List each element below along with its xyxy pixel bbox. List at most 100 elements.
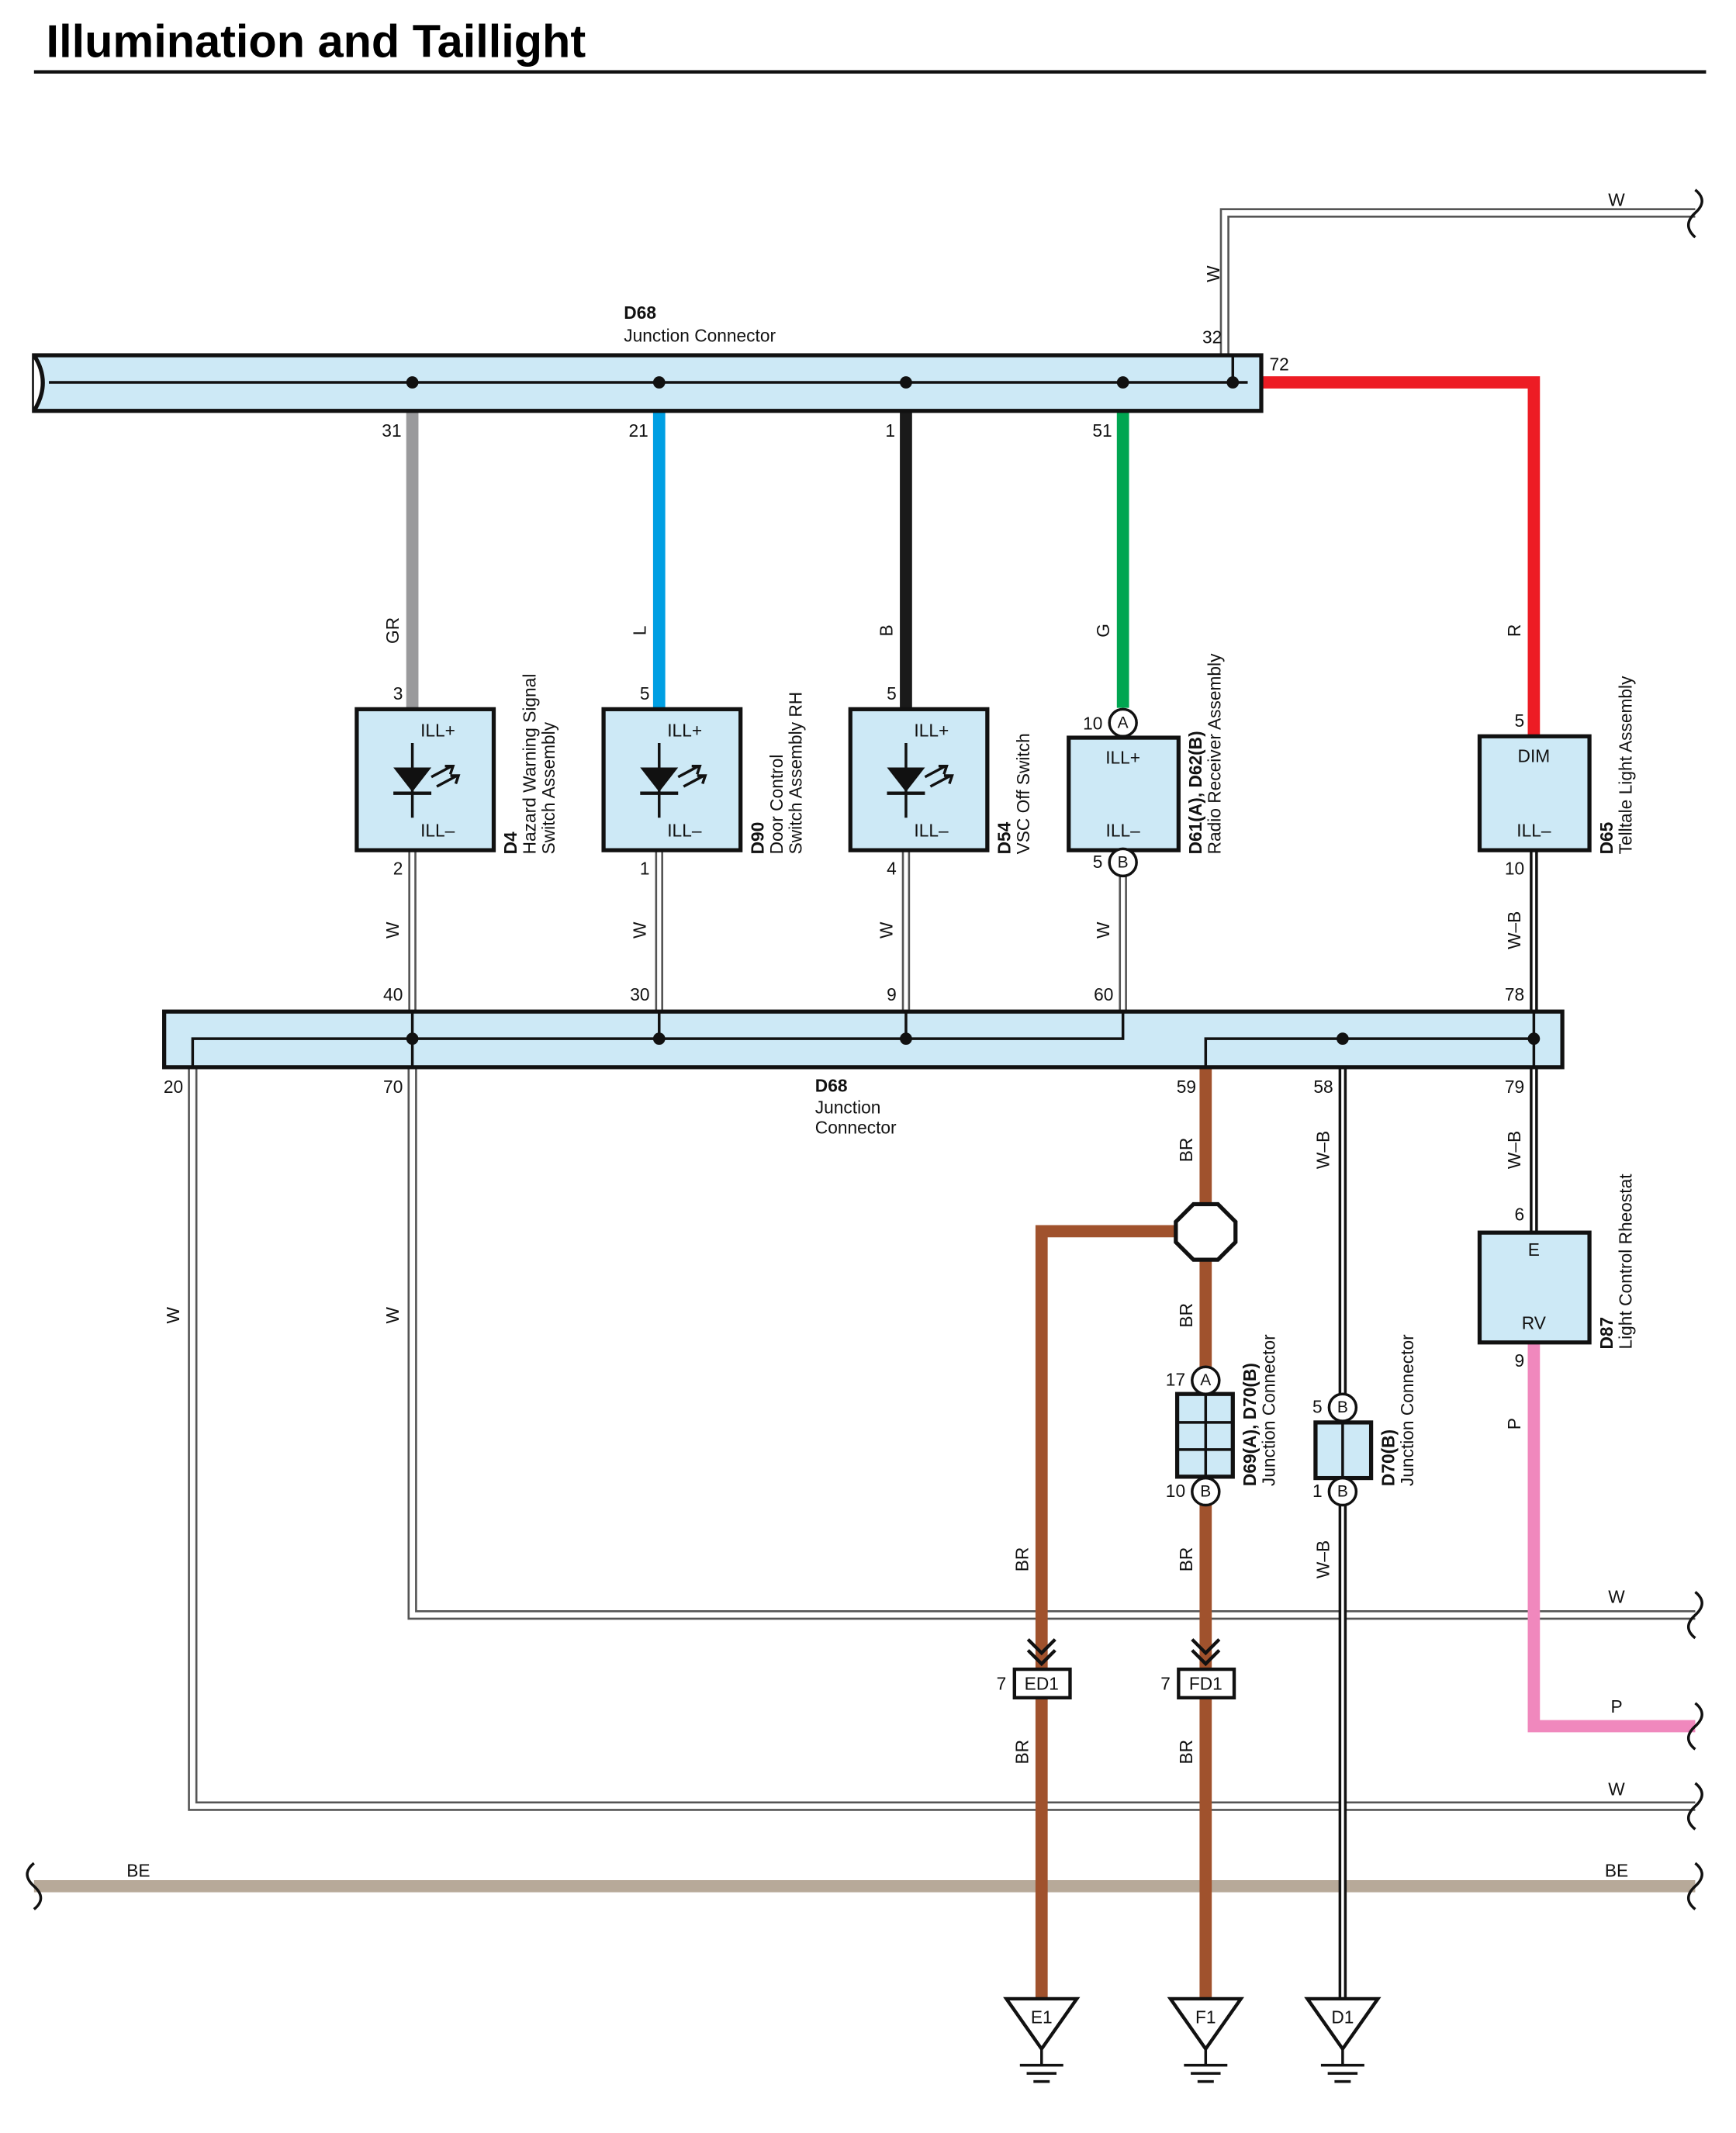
wire-w-pin70 — [407, 1066, 1696, 1620]
pin-9: 9 — [887, 984, 897, 1004]
wl-p-right: P — [1610, 1696, 1622, 1716]
pin-1: 1 — [885, 420, 895, 441]
junction-bottom-code: D68 — [815, 1075, 848, 1095]
pin-70: 70 — [383, 1077, 403, 1097]
pin-58: 58 — [1313, 1077, 1333, 1097]
d54-label: D54 VSC Off Switch — [994, 733, 1033, 854]
ground-f1 — [1167, 1996, 1244, 2083]
d4-t-in: ILL+ — [420, 720, 455, 740]
wl-p: P — [1504, 1418, 1524, 1429]
component-d87 — [1477, 1230, 1592, 1345]
d65-pin-in: 5 — [1515, 710, 1525, 731]
junction-bottom-name1: Junction — [815, 1097, 881, 1117]
wire-r — [1261, 376, 1541, 737]
wl-w-top-horiz: W — [1608, 190, 1625, 210]
wire-w-pin20 — [188, 1066, 1696, 1811]
d54-t-out: ILL– — [914, 821, 949, 841]
d69-pin-bot: 10 — [1166, 1481, 1185, 1501]
d87-pin-in: 6 — [1515, 1204, 1525, 1224]
junction-top-name: Junction Connector — [624, 326, 776, 346]
wl-w-d61: W — [1093, 921, 1113, 939]
d90-t-out: ILL– — [667, 821, 702, 841]
svg-text:D65: D65 — [1596, 822, 1617, 855]
wl-g: G — [1093, 624, 1113, 638]
d61-t-in: ILL+ — [1105, 747, 1140, 767]
svg-text:D87: D87 — [1596, 1317, 1617, 1350]
svg-text:D4: D4 — [500, 831, 520, 854]
wl-wb-d1: W–B — [1312, 1540, 1333, 1578]
d69-conn-a — [1191, 1365, 1221, 1395]
ground-d1 — [1304, 1996, 1382, 2083]
d70-conn-top — [1327, 1392, 1358, 1423]
svg-text:Junction Connector: Junction Connector — [1397, 1334, 1417, 1486]
svg-text:Door Control: Door Control — [766, 755, 787, 855]
d90-t-in: ILL+ — [667, 720, 702, 740]
component-d4 — [354, 707, 496, 852]
wire-br-branch — [1035, 1225, 1179, 1668]
wire-p — [1527, 1342, 1696, 1733]
wl-br-2: BR — [1176, 1303, 1196, 1328]
svg-text:Hazard Warning Signal: Hazard Warning Signal — [520, 674, 540, 855]
pin-30: 30 — [630, 984, 649, 1004]
junction-top — [32, 353, 1264, 413]
wl-br-5: BR — [1012, 1740, 1032, 1765]
pin-51: 51 — [1092, 420, 1112, 441]
d65-label: D65 Telltale Light Assembly — [1596, 676, 1635, 854]
wl-b: B — [876, 624, 896, 636]
junction-d70 — [1313, 1420, 1374, 1481]
d87-label: D87 Light Control Rheostat — [1596, 1174, 1635, 1350]
wl-gr: GR — [382, 617, 403, 644]
d61-pin-in: 10 — [1083, 714, 1102, 734]
d70-conn-bot-label: B — [1337, 1483, 1348, 1501]
d54-pin-in: 5 — [887, 683, 897, 704]
d70-label: D70(B) Junction Connector — [1378, 1334, 1416, 1486]
component-d54 — [848, 707, 990, 852]
wl-br-6: BR — [1176, 1740, 1196, 1765]
wl-br-4: BR — [1176, 1547, 1196, 1572]
wl-w-d54: W — [876, 921, 896, 939]
ed1-pin: 7 — [997, 1673, 1007, 1693]
break-marks — [26, 188, 1703, 1910]
fd1-code: FD1 — [1189, 1673, 1222, 1693]
junction-bottom — [162, 1009, 1565, 1070]
d4-label: D4 Hazard Warning Signal Switch Assembly — [500, 674, 558, 855]
wl-wb-79: W–B — [1504, 1131, 1524, 1169]
d90-pin-out: 1 — [640, 859, 650, 879]
ground-connector-fd1 — [1177, 1638, 1236, 1699]
wl-w-top-vert: W — [1203, 265, 1223, 282]
wl-w-right-2: W — [1608, 1779, 1625, 1799]
d61-conn-a — [1108, 707, 1138, 738]
pin-59: 59 — [1177, 1077, 1196, 1097]
d87-t-out: RV — [1522, 1312, 1547, 1333]
d70-pin-top: 5 — [1312, 1397, 1323, 1417]
d90-pin-in: 5 — [640, 683, 650, 704]
svg-text:D54: D54 — [994, 821, 1015, 854]
junction-d69 — [1174, 1391, 1235, 1479]
pin-20: 20 — [164, 1077, 183, 1097]
d70-pin-bot: 1 — [1312, 1481, 1323, 1501]
d65-pin-out: 10 — [1505, 859, 1524, 879]
d61-t-out: ILL– — [1106, 821, 1141, 841]
component-d65 — [1477, 734, 1592, 852]
d61-pin-out: 5 — [1093, 852, 1103, 872]
component-d90 — [601, 707, 743, 852]
d54-t-in: ILL+ — [914, 720, 949, 740]
pin-40: 40 — [383, 984, 403, 1004]
d4-t-out: ILL– — [420, 821, 455, 841]
d61-conn-a-label: A — [1118, 714, 1129, 731]
d87-pin-out: 9 — [1515, 1350, 1525, 1371]
pin-60: 60 — [1094, 984, 1113, 1004]
d69-conn-b — [1191, 1476, 1221, 1507]
d69-label: D69(A), D70(B) Junction Connector — [1240, 1334, 1278, 1486]
d4-pin-in: 3 — [393, 683, 403, 704]
svg-text:D69(A), D70(B): D69(A), D70(B) — [1240, 1363, 1260, 1486]
d54-pin-out: 4 — [887, 859, 897, 879]
pin-31: 31 — [382, 420, 401, 441]
d65-t-out: ILL– — [1516, 821, 1551, 841]
d70-conn-bot — [1327, 1476, 1358, 1507]
wl-br-3: BR — [1012, 1547, 1032, 1572]
pin-32: 32 — [1202, 327, 1222, 347]
d90-label: D90 Door Control Switch Assembly RH — [747, 692, 805, 855]
splice-point — [1174, 1201, 1238, 1262]
